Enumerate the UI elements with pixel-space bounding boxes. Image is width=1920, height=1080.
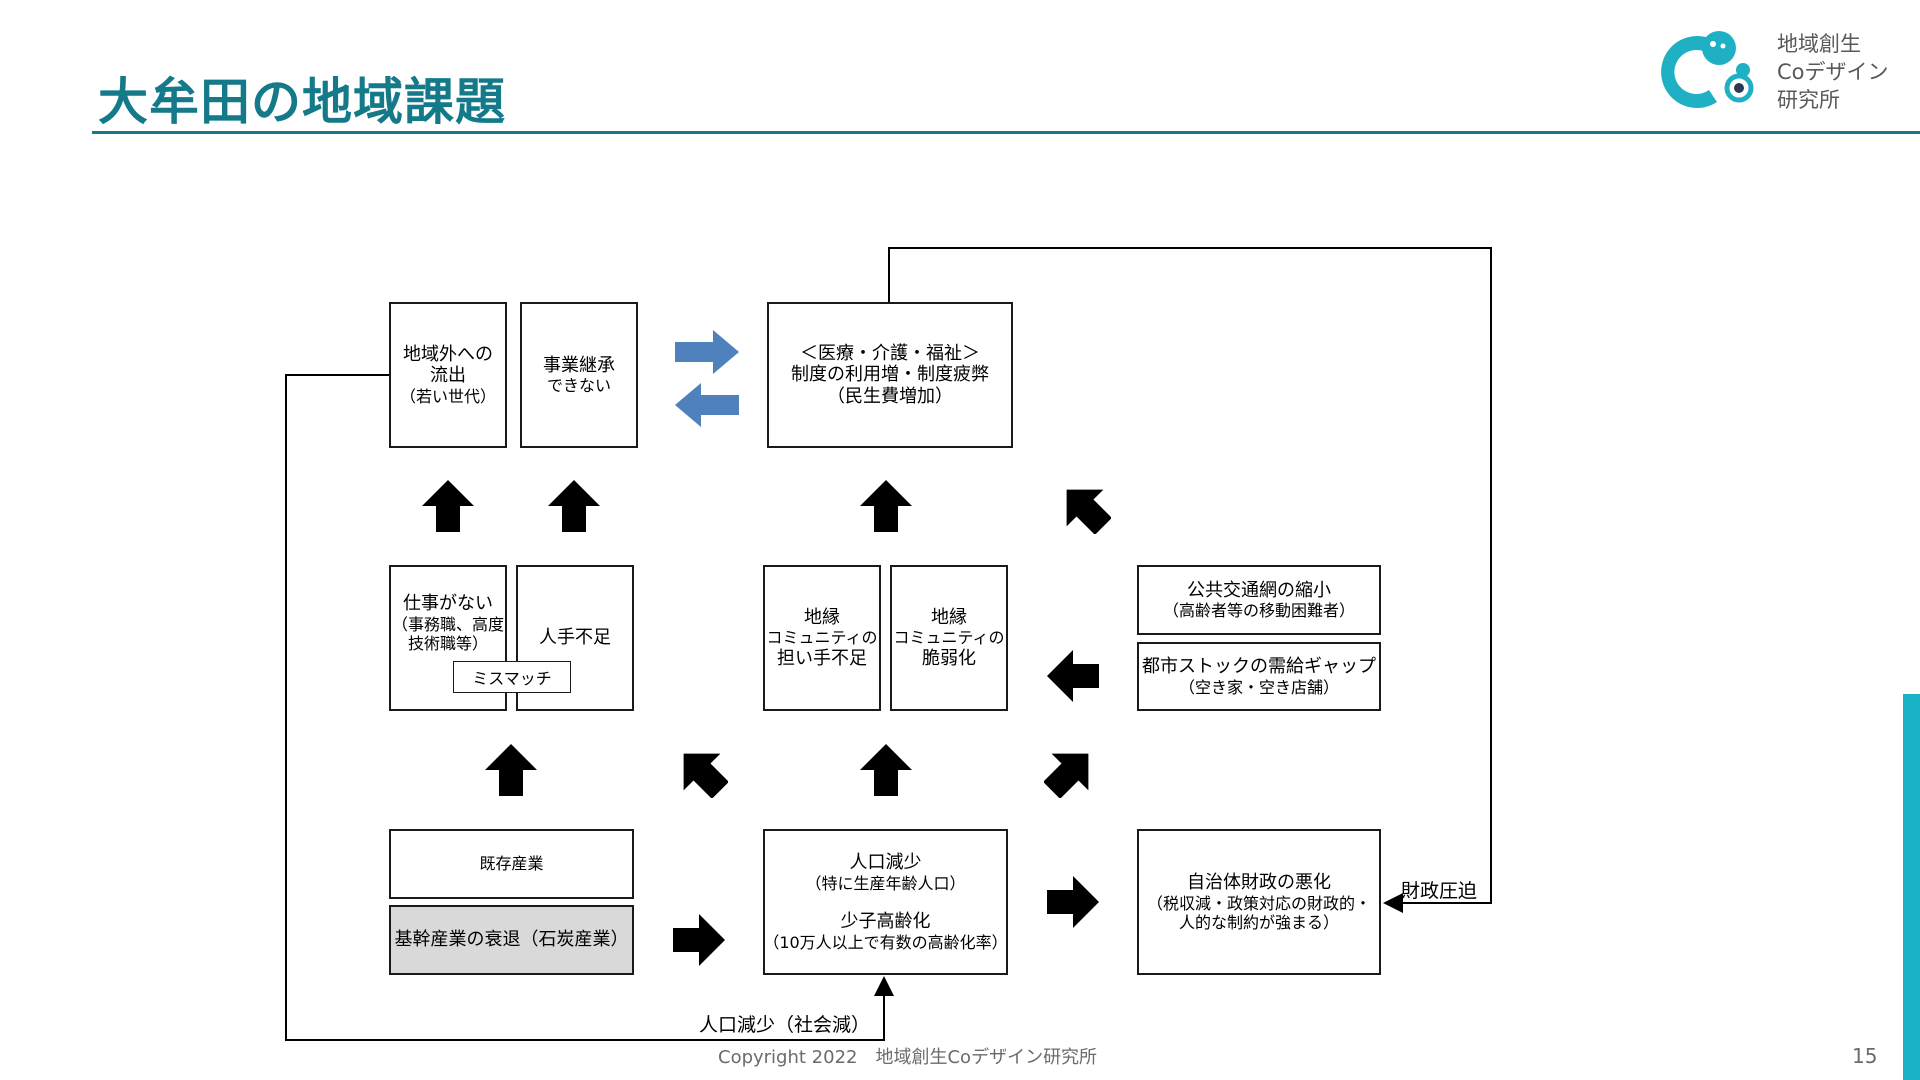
right-arrow-icon [673, 914, 725, 966]
up-arrow-icon [860, 480, 912, 532]
welfare-box: ＜医療・介護・福祉＞ 制度の利用増・制度疲弊 （民生費増加） [767, 302, 1013, 448]
existing-industry-box: 既存産業 [389, 829, 634, 899]
logo-text: 地域創生 Coデザイン 研究所 [1777, 32, 1889, 112]
left-arrow-icon [1047, 650, 1099, 702]
title-divider [92, 131, 1920, 134]
finance-box: 自治体財政の悪化 （税収減・政策対応の財政的・ 人的な制約が強まる） [1137, 829, 1381, 975]
left-arrow-blue-icon [675, 383, 739, 427]
community-weak-box: 地縁 コミュニティの 脆弱化 [890, 565, 1008, 711]
up-right-arrow-icon [1044, 746, 1096, 798]
succession-box: 事業継承 できない [520, 302, 638, 448]
right-arrow-icon [1047, 876, 1099, 928]
fiscal-pressure-label: 財政圧迫 [1401, 880, 1478, 902]
mismatch-label: ミスマッチ [453, 661, 571, 693]
up-arrow-icon [422, 480, 474, 532]
logo-icon [1661, 31, 1754, 108]
page-title: 大牟田の地域課題 [98, 73, 506, 131]
core-industry-decline-box: 基幹産業の衰退（石炭産業） [389, 905, 634, 975]
population-box: 人口減少 （特に生産年齢人口） 少子高齢化 （10万人以上で有数の高齢化率） [763, 829, 1008, 975]
transit-box: 公共交通網の縮小 （高齢者等の移動困難者） [1137, 565, 1381, 635]
up-arrow-icon [860, 744, 912, 796]
community-leaders-box: 地縁 コミュニティの 担い手不足 [763, 565, 881, 711]
accent-side-bar [1903, 694, 1920, 1080]
up-left-arrow-icon [676, 746, 728, 798]
up-arrow-icon [485, 744, 537, 796]
page-number: 15 [1852, 1044, 1878, 1068]
copyright-text: Copyright 2022 地域創生Coデザイン研究所 [718, 1047, 1098, 1068]
urban-stock-box: 都市ストックの需給ギャップ （空き家・空き店舗） [1137, 642, 1381, 711]
up-arrow-icon [548, 480, 600, 532]
outflow-box: 地域外への 流出 （若い世代） [389, 302, 507, 448]
right-arrow-blue-icon [675, 330, 739, 374]
social-decrease-label: 人口減少（社会減） [699, 1014, 871, 1036]
up-left-arrow-icon [1059, 482, 1111, 534]
